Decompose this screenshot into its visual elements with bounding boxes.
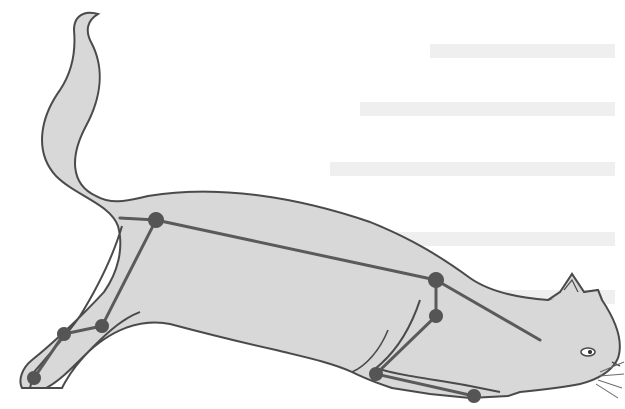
knee-joint: [95, 319, 109, 333]
hind-paw-joint: [27, 371, 41, 385]
front-paw-joint: [467, 389, 481, 403]
wrist-joint: [369, 367, 383, 381]
hip-joint: [148, 212, 164, 228]
shoulder-joint: [428, 272, 444, 288]
elbow-joint: [429, 309, 443, 323]
hock-joint: [57, 327, 71, 341]
cat-body: [20, 13, 619, 398]
